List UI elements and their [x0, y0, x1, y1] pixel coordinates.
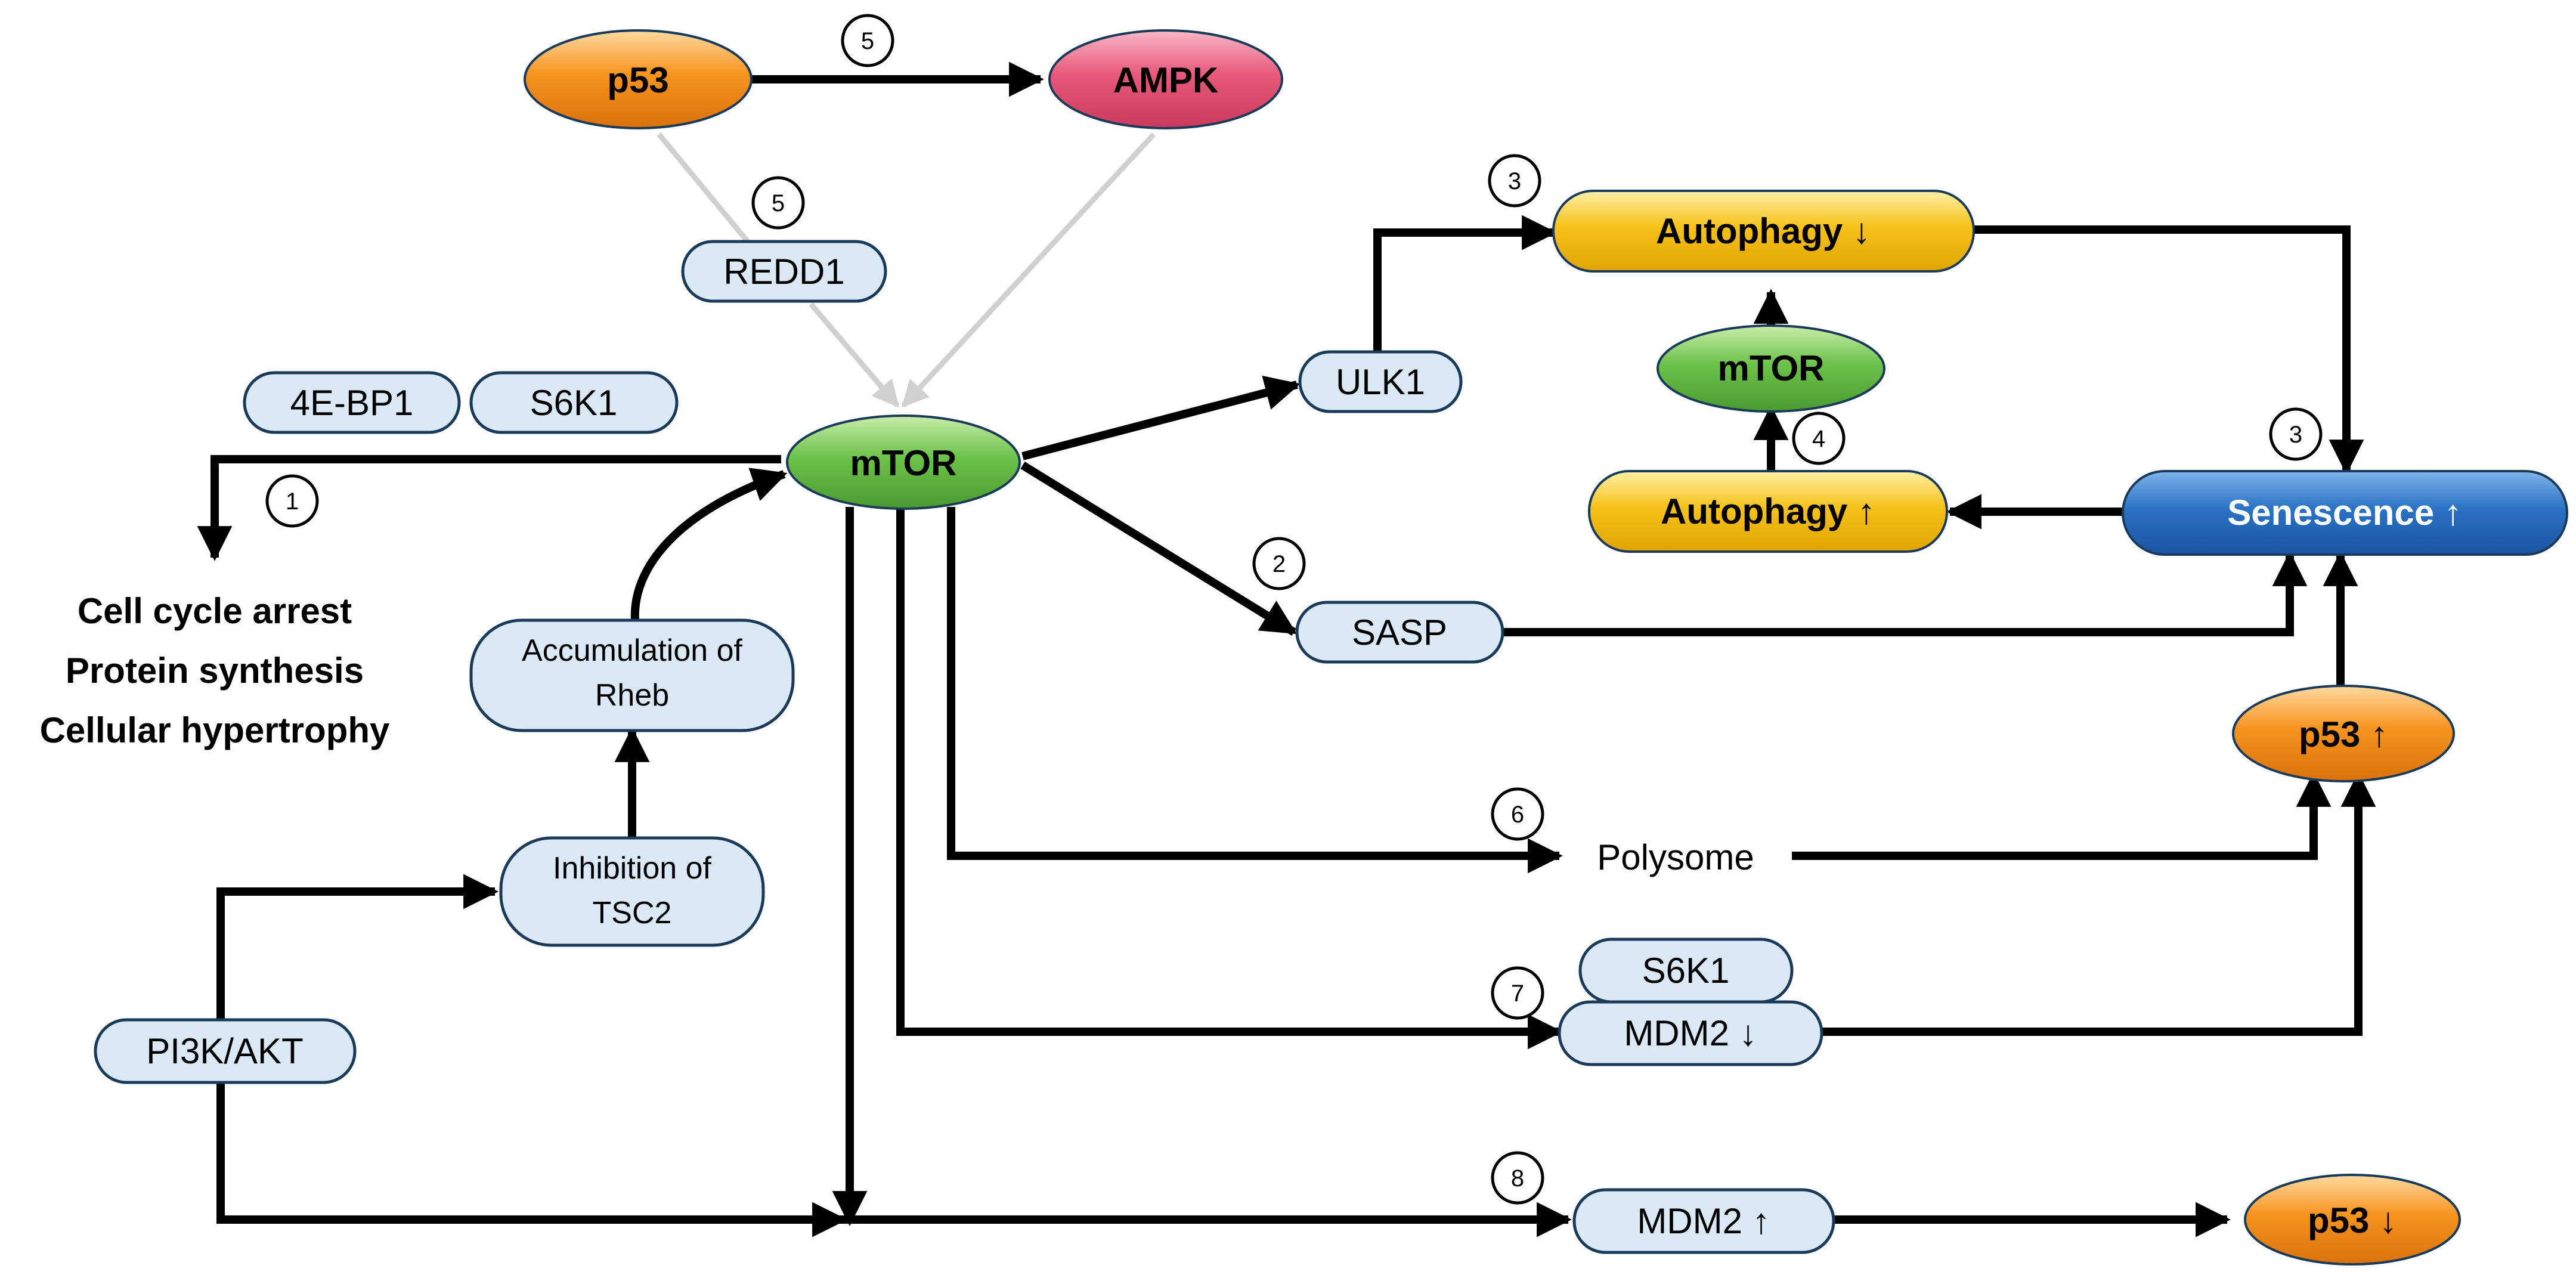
mtor-right-node: mTOR: [1657, 324, 1885, 413]
polysome-to-p53-arrow: [1792, 772, 2332, 860]
sasp-to-senescence-arrow: [1503, 551, 2308, 636]
marker-4: 4: [1812, 426, 1825, 452]
marker-5a: 5: [861, 28, 874, 54]
marker-5b-circle: [751, 176, 805, 230]
mtor-center-node: mTOR: [786, 414, 1021, 510]
marker-8: 8: [1511, 1165, 1524, 1192]
outcome-cell-cycle-arrest: Cell cycle arrest: [78, 591, 352, 631]
mtor-center-label: mTOR: [850, 443, 957, 483]
ulk1-to-autophagy-arrow: [1373, 215, 1557, 352]
marker-7: 7: [1511, 980, 1524, 1007]
marker-5b: 5: [772, 190, 785, 216]
mtor-to-ulk1-arrow: [1021, 375, 1301, 460]
marker-8-circle: [1491, 1151, 1544, 1205]
senescence-node: Senescence ↑: [2122, 470, 2568, 556]
ampk-node: AMPK: [1048, 29, 1283, 129]
autophagy-to-senescence-arrow: [1974, 225, 2364, 475]
pi3k-to-mdm2-arrow: [216, 1079, 847, 1237]
s6k1-left-label: S6K1: [530, 383, 618, 423]
marker-3b-circle: [2269, 407, 2323, 461]
marker-1: 1: [286, 488, 299, 515]
marker-6-circle: [1491, 787, 1544, 841]
marker-2-circle: [1252, 537, 1306, 590]
mtor-to-polysome-arrow: [947, 507, 1563, 874]
p53-up-node: p53 ↑: [2232, 685, 2455, 782]
sasp-box: [1295, 601, 1504, 664]
redd1-to-mtor-arrow: [809, 302, 900, 408]
marker-1-circle: [265, 474, 319, 528]
pi3k-to-tsc2-arrow: [216, 874, 499, 1020]
p53-top-node: p53: [524, 29, 753, 129]
outcome-cellular-hypertrophy: Cellular hypertrophy: [40, 710, 390, 750]
tsc2-label-line1: Inhibition of: [553, 851, 712, 886]
redd1-box: [681, 240, 887, 303]
ulk1-label: ULK1: [1336, 362, 1425, 402]
mdm2-up-label: MDM2 ↑: [1637, 1201, 1770, 1241]
autophagy-up-node: Autophagy ↑: [1588, 470, 1948, 553]
marker-2: 2: [1272, 551, 1286, 577]
autophagy-up-label: Autophagy ↑: [1661, 491, 1875, 531]
mdm2-up-box: [1572, 1188, 1835, 1254]
4ebp1-label: 4E-BP1: [290, 383, 414, 423]
marker-3a: 3: [1508, 168, 1521, 194]
marker-3b: 3: [2289, 422, 2302, 448]
mtor-to-mdm2-down-arrow: [896, 507, 1563, 1050]
ampk-to-mtor-arrow: [901, 132, 1156, 408]
marker-4-circle: [1792, 412, 1846, 465]
tsc2-box: [499, 836, 765, 947]
marker-3a-circle: [1488, 154, 1541, 208]
p53-top-label: p53: [607, 60, 668, 100]
rheb-label-line1: Accumulation of: [522, 633, 743, 668]
rheb-label-line2: Rheb: [595, 678, 669, 713]
marker-circles: [265, 14, 2323, 1205]
mdm2-down-box: [1558, 1000, 1823, 1066]
rheb-box: [469, 618, 795, 732]
marker-5a-circle: [841, 14, 894, 67]
pi3k-label: PI3K/AKT: [146, 1031, 303, 1071]
4ebp1-box: [243, 371, 461, 434]
mtor-to-sasp-arrow: [1020, 462, 1298, 636]
autophagy-down-label: Autophagy ↓: [1656, 211, 1871, 251]
black-arrows: [197, 61, 2376, 1237]
s6k1-bottom-label: S6K1: [1642, 951, 1730, 991]
redd1-label: REDD1: [723, 252, 844, 292]
pi3k-box: [94, 1018, 357, 1084]
p53-up-label: p53 ↑: [2299, 714, 2388, 754]
lightblue-boxes: [94, 240, 1835, 1254]
marker-7-circle: [1491, 966, 1544, 1020]
marker-6: 6: [1511, 802, 1524, 828]
outcome-protein-synthesis: Protein synthesis: [66, 651, 364, 691]
rheb-to-mtor-arrow: [630, 468, 788, 621]
s6k1-left-box: [469, 371, 679, 434]
sasp-label: SASP: [1352, 612, 1447, 652]
p53-down-node: p53 ↓: [2244, 1174, 2461, 1266]
mdm2-to-p53-up-arrow: [1822, 772, 2376, 1036]
senescence-label: Senescence ↑: [2227, 493, 2462, 533]
ulk1-box: [1298, 350, 1463, 413]
ampk-label: AMPK: [1113, 60, 1219, 100]
autophagy-down-node: Autophagy ↓: [1552, 190, 1975, 273]
mtor-to-outcomes-arrow: [197, 455, 781, 561]
mdm2-down-label: MDM2 ↓: [1624, 1013, 1757, 1053]
polysome-label: Polysome: [1597, 837, 1754, 877]
mtor-right-label: mTOR: [1718, 348, 1825, 388]
tsc2-label-line2: TSC2: [593, 896, 672, 930]
p53-down-label: p53 ↓: [2308, 1201, 2397, 1240]
